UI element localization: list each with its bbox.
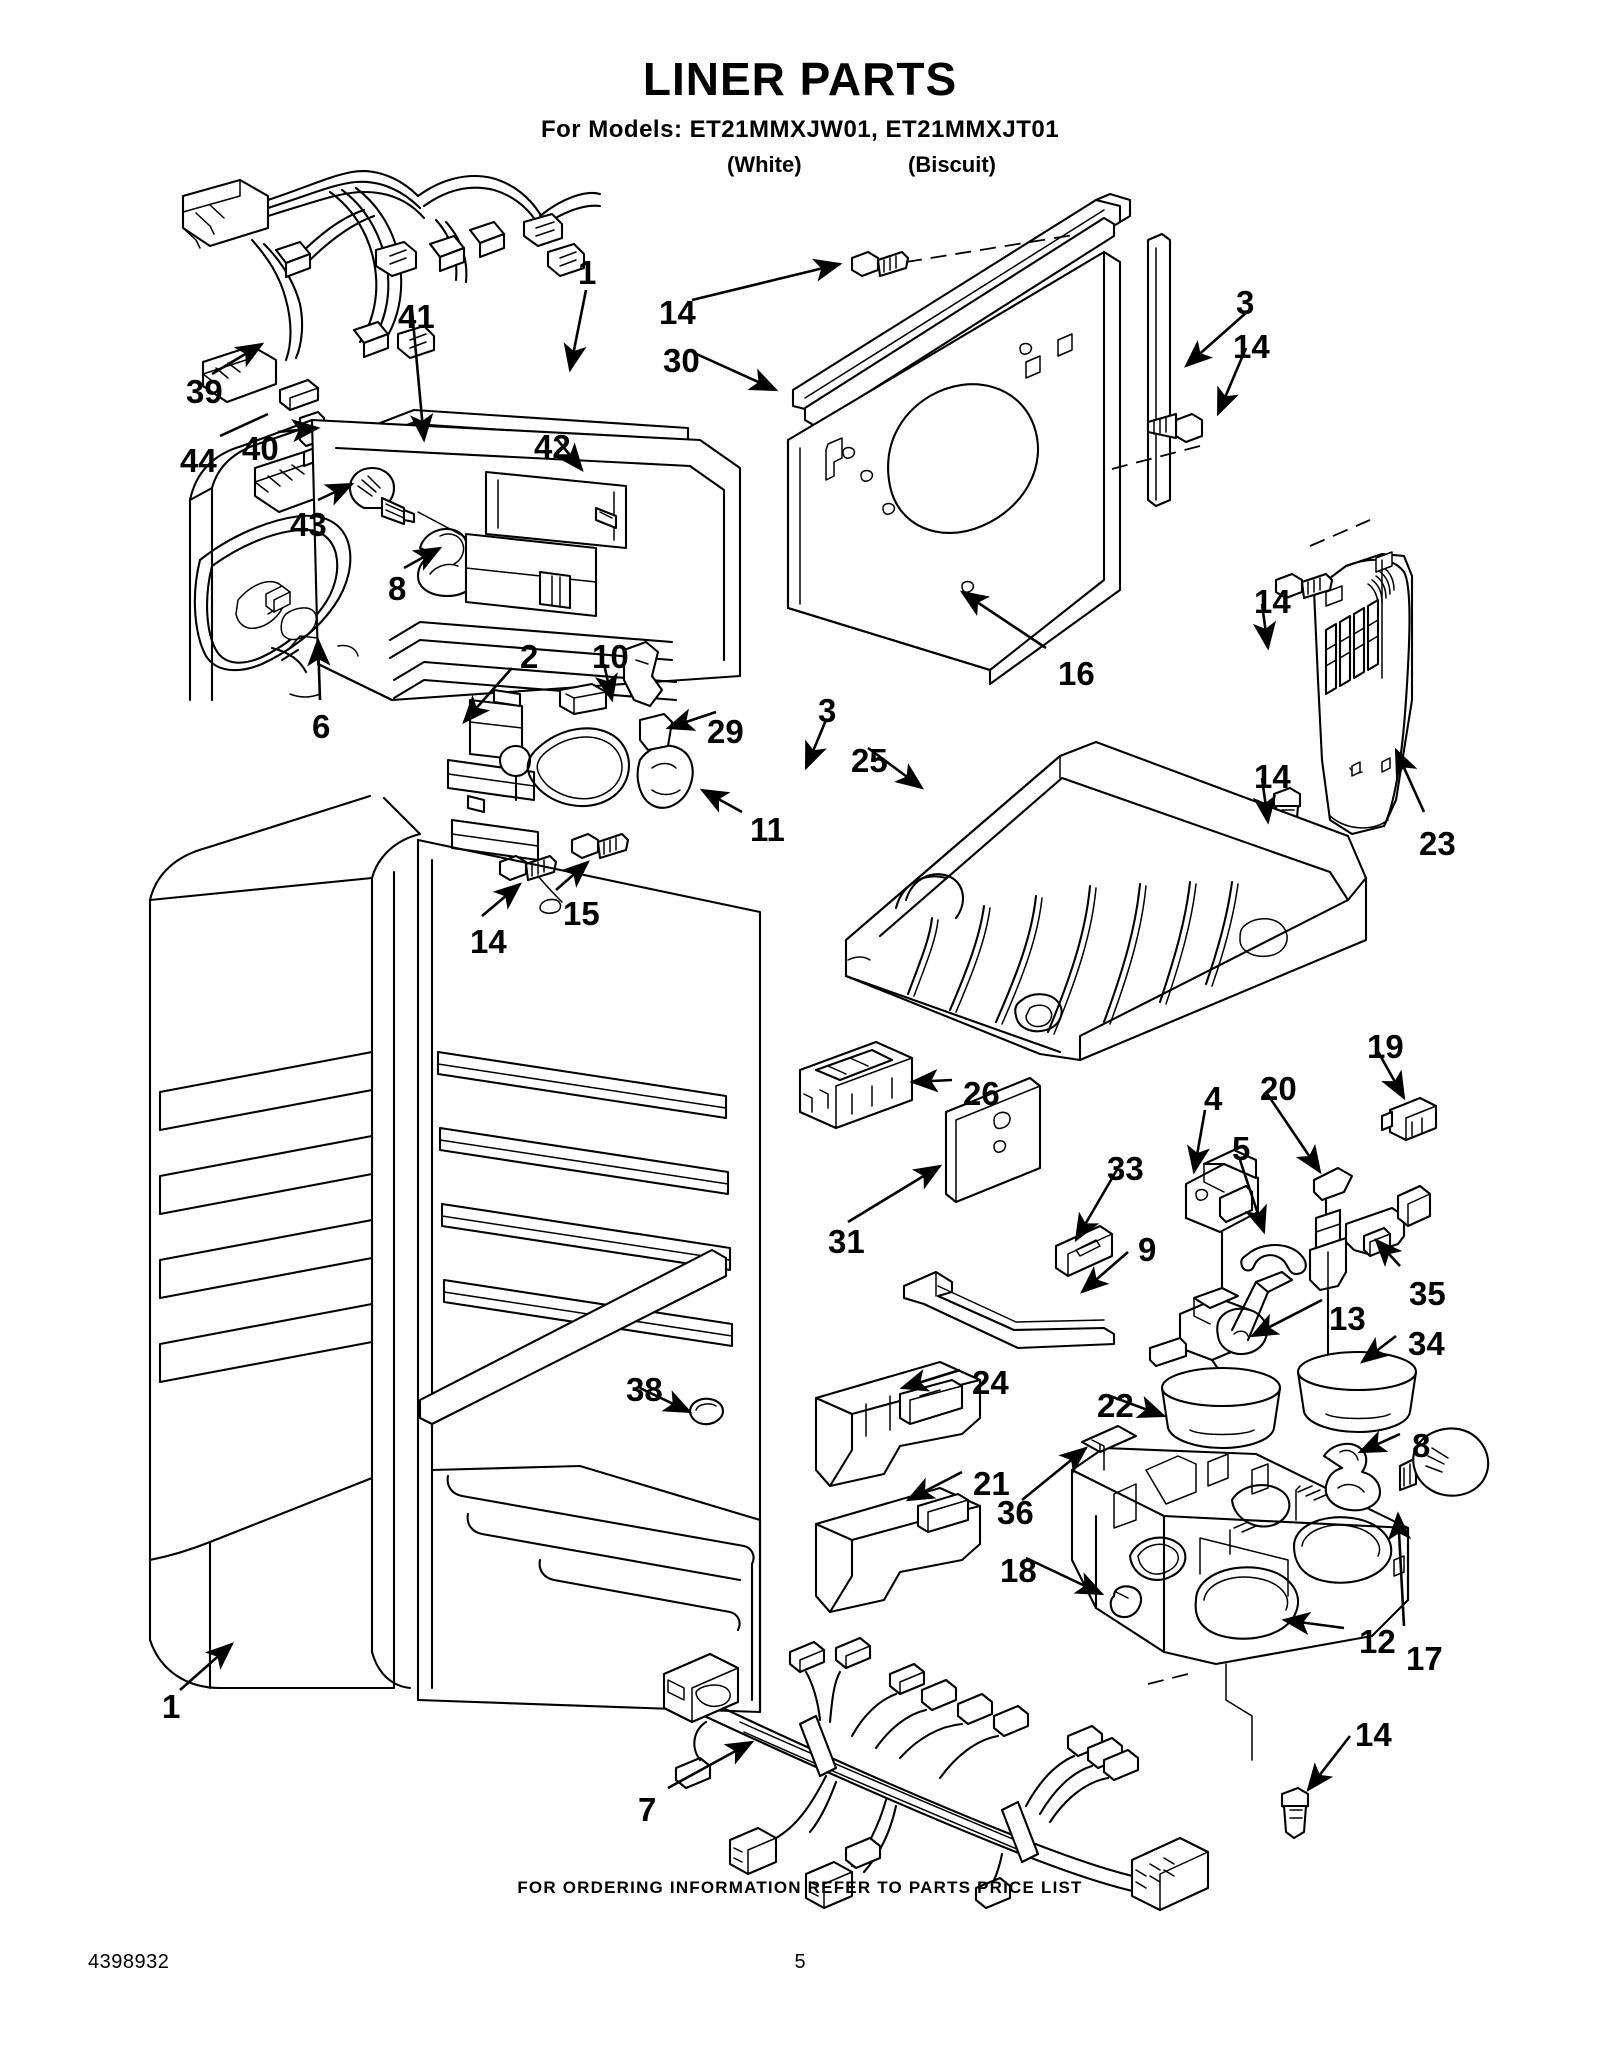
callout-number-11: 11 xyxy=(750,811,785,848)
screw-14-right xyxy=(1148,414,1202,442)
light-housing-art xyxy=(1072,1426,1488,1838)
callout-number-30: 30 xyxy=(663,342,700,379)
callout-number-14: 14 xyxy=(1254,583,1291,620)
color-label-white: (White) xyxy=(727,152,802,177)
rear-panel-art xyxy=(788,194,1202,684)
callout-number-40: 40 xyxy=(242,430,279,467)
callout-number-10: 10 xyxy=(592,638,629,675)
callout-number-44: 44 xyxy=(180,442,217,479)
callout-number-33: 33 xyxy=(1107,1150,1144,1187)
callout-number-15: 15 xyxy=(563,895,600,932)
callout-number-14: 14 xyxy=(1233,328,1270,365)
callout-number-1: 1 xyxy=(162,1688,181,1725)
callout-number-12: 12 xyxy=(1359,1623,1396,1660)
small-parts-art xyxy=(800,1042,1114,1612)
page-number: 5 xyxy=(794,1951,806,1973)
callout-number-2: 2 xyxy=(520,638,539,675)
callout-number-13: 13 xyxy=(1329,1300,1366,1337)
callout-number-18: 18 xyxy=(1000,1552,1037,1589)
screw-15 xyxy=(572,834,628,858)
models-line: For Models: ET21MMXJW01, ET21MMXJT01 xyxy=(540,116,1060,143)
callout-number-19: 19 xyxy=(1367,1028,1404,1065)
callout-number-42: 42 xyxy=(534,428,571,465)
color-label-biscuit: (Biscuit) xyxy=(908,152,996,177)
callout-number-20: 20 xyxy=(1260,1070,1297,1107)
screw-14-duct-lower xyxy=(1274,788,1300,836)
callout-number-9: 9 xyxy=(1138,1231,1157,1268)
ordering-information-note: FOR ORDERING INFORMATION REFER TO PARTS … xyxy=(517,1878,1083,1897)
callout-number-35: 35 xyxy=(1409,1275,1446,1312)
callout-number-3: 3 xyxy=(1236,284,1255,321)
callout-number-43: 43 xyxy=(290,506,327,543)
callout-number-8: 8 xyxy=(388,570,407,607)
callout-number-17: 17 xyxy=(1406,1640,1443,1677)
callout-number-24: 24 xyxy=(972,1364,1009,1401)
callout-number-38: 38 xyxy=(626,1371,663,1408)
liner-cabinet-art xyxy=(150,796,760,1712)
callout-number-7: 7 xyxy=(638,1791,657,1828)
callout-number-31: 31 xyxy=(828,1223,865,1260)
page-title: LINER PARTS xyxy=(642,53,958,105)
document-number: 4398932 xyxy=(88,1951,170,1973)
callout-number-14: 14 xyxy=(1254,758,1291,795)
callout-number-29: 29 xyxy=(707,713,744,750)
screw-14-bottom xyxy=(1282,1788,1308,1838)
callout-number-14: 14 xyxy=(659,294,696,331)
callout-number-25: 25 xyxy=(851,742,888,779)
callout-number-5: 5 xyxy=(1232,1130,1251,1167)
callout-number-41: 41 xyxy=(398,298,435,335)
callout-number-39: 39 xyxy=(186,373,223,410)
callout-number-21: 21 xyxy=(973,1465,1010,1502)
damper-fan-cluster-art xyxy=(1150,1098,1436,1448)
upper-wiring-harness-art xyxy=(183,171,600,536)
air-duct-cover-art xyxy=(1274,520,1412,836)
callout-number-36: 36 xyxy=(997,1494,1034,1531)
callout-number-14: 14 xyxy=(470,923,507,960)
liner-upper-assembly-art xyxy=(190,410,740,913)
callout-number-34: 34 xyxy=(1408,1325,1445,1362)
screw-14-top xyxy=(852,252,908,276)
callout-number-14: 14 xyxy=(1355,1716,1392,1753)
callout-number-22: 22 xyxy=(1097,1387,1134,1424)
callout-number-3: 3 xyxy=(818,692,837,729)
callout-number-1: 1 xyxy=(578,254,597,291)
callout-number-26: 26 xyxy=(963,1075,1000,1112)
callout-number-4: 4 xyxy=(1204,1080,1223,1117)
callout-number-23: 23 xyxy=(1419,825,1456,862)
lower-wiring-harness-art xyxy=(664,1638,1208,1910)
screw-14-left xyxy=(500,856,556,880)
callout-number-16: 16 xyxy=(1058,655,1095,692)
callout-number-8: 8 xyxy=(1412,1427,1431,1464)
callout-number-6: 6 xyxy=(312,708,331,745)
